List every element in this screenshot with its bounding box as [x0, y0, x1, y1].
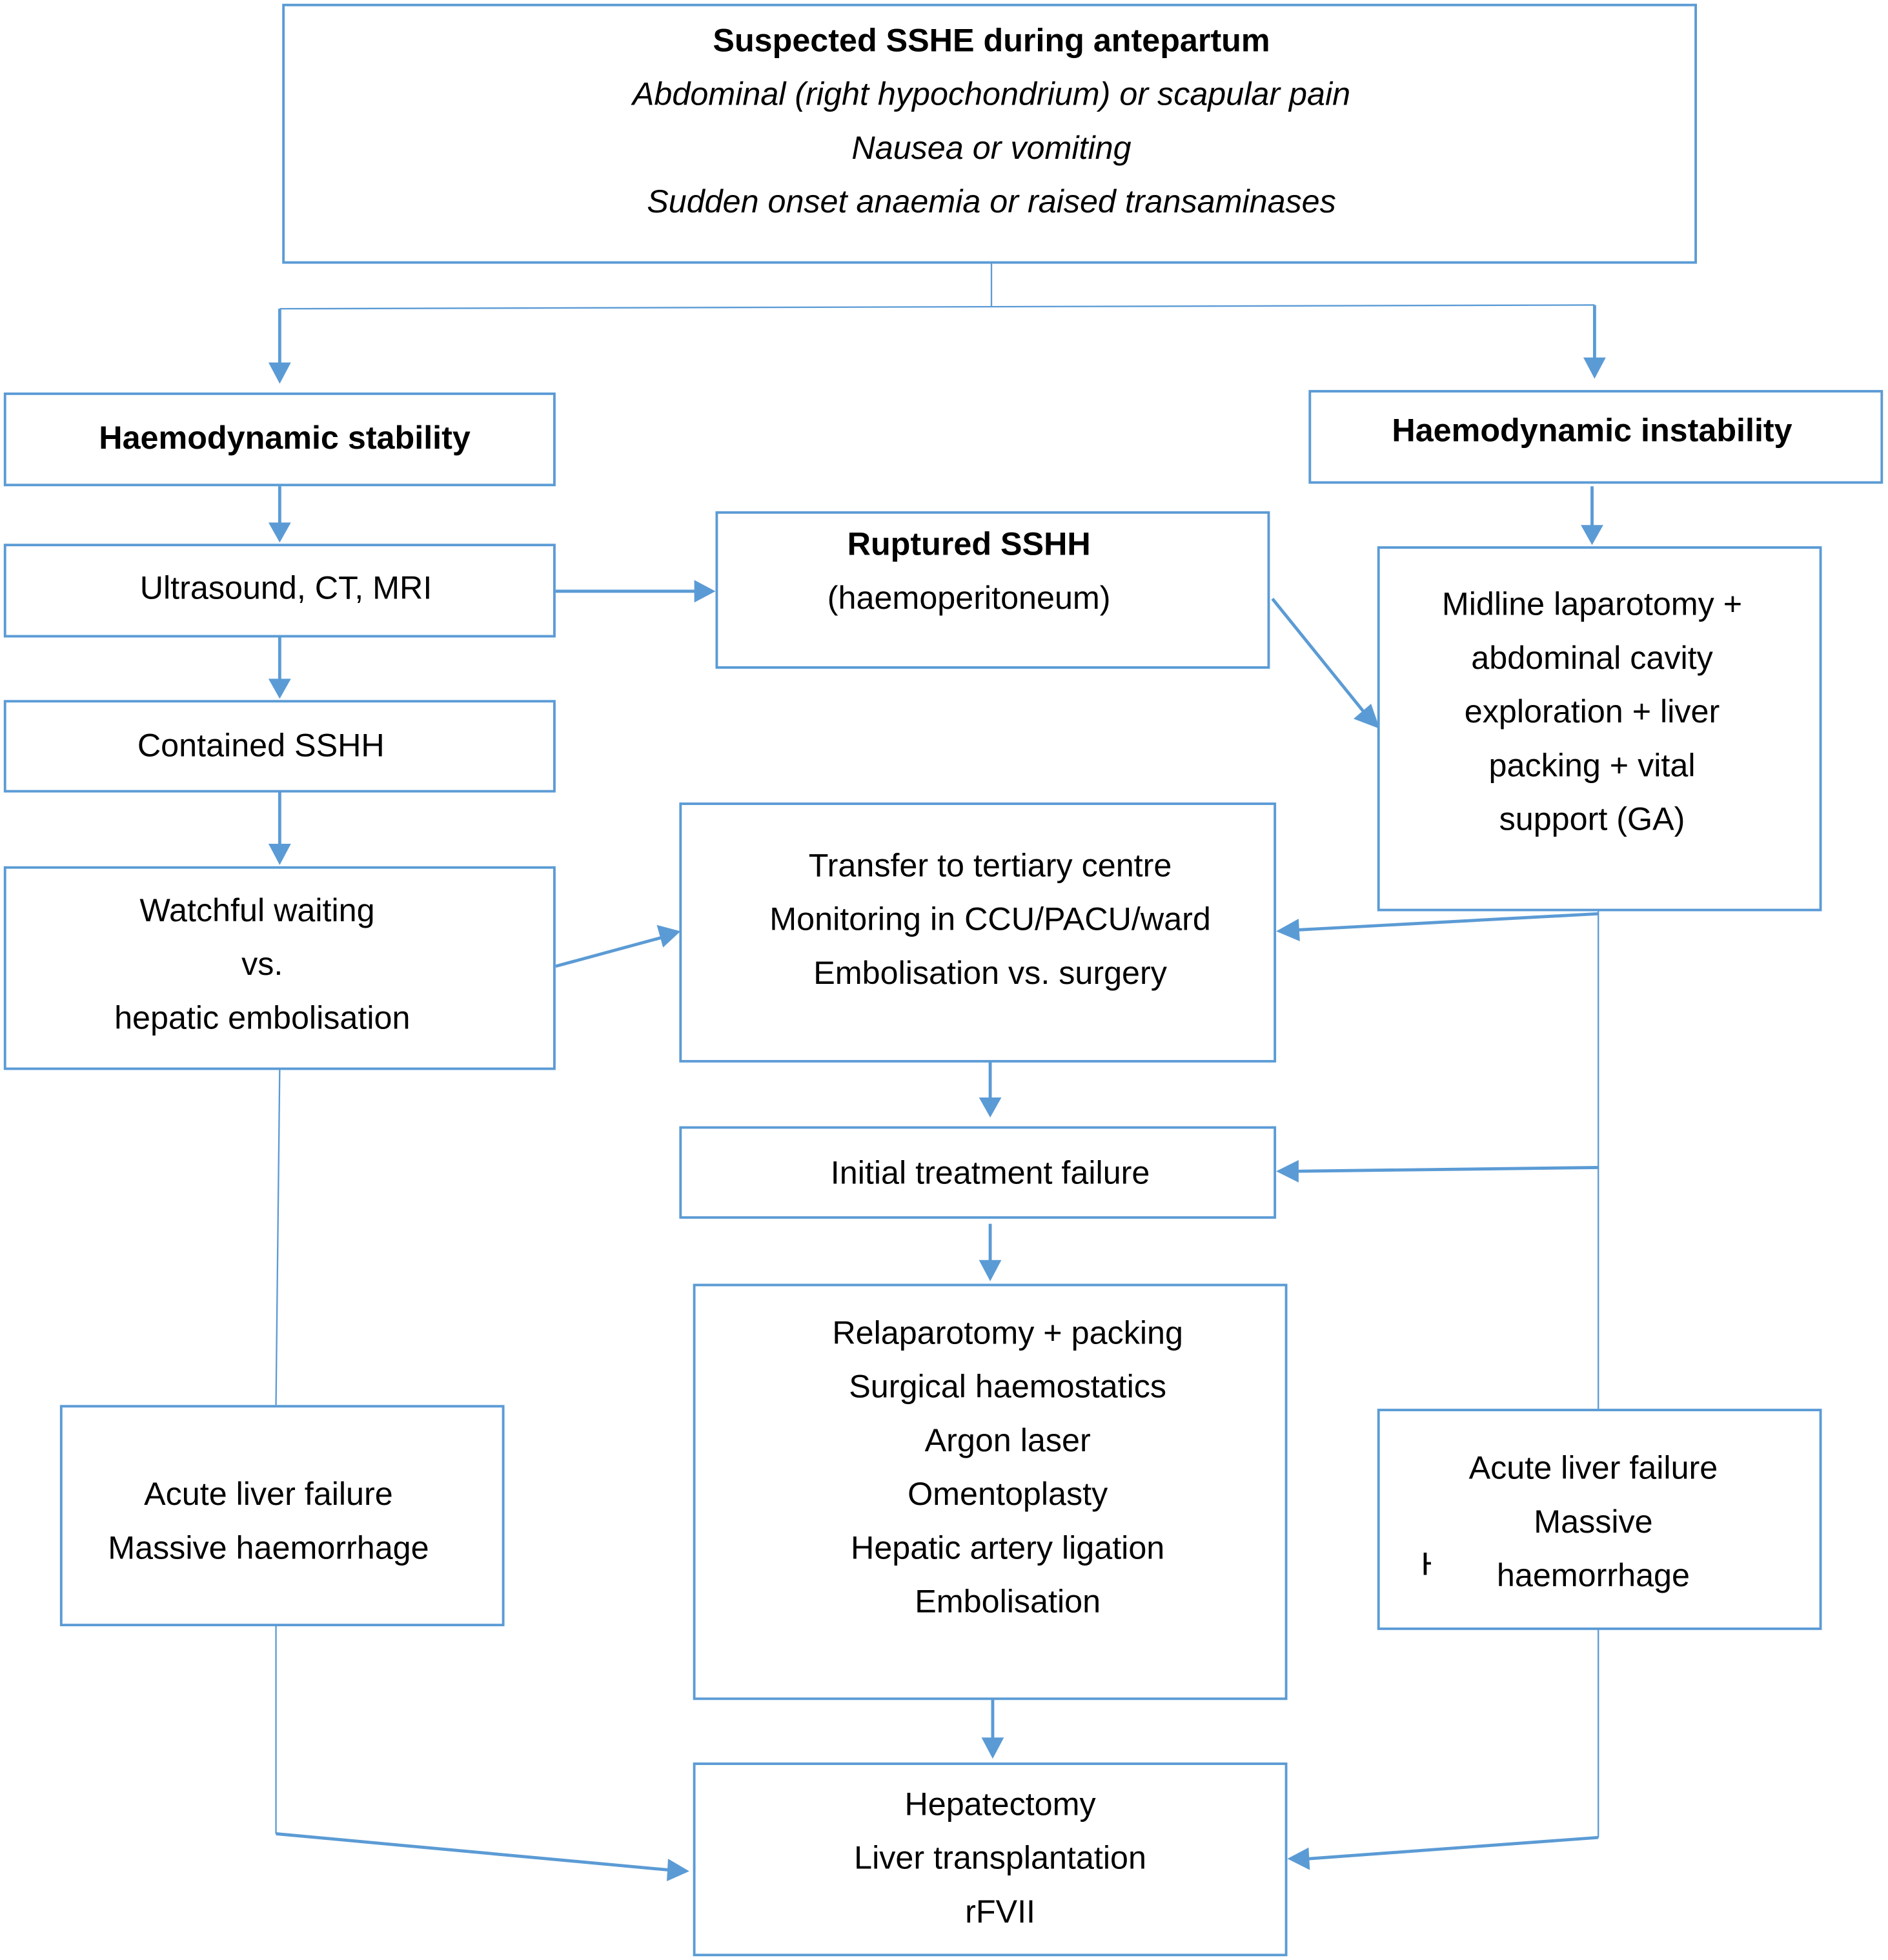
node-transfer-tertiary: Transfer to tertiary centre Monitoring i… [679, 802, 1277, 1063]
node-text: Acute liver failure [144, 1475, 393, 1512]
node-text: Transfer to tertiary centre [809, 846, 1172, 883]
node-initial-treatment-failure: Initial treatment failure [679, 1126, 1277, 1219]
node-text: Contained SSHH [137, 726, 385, 763]
node-acute-liver-failure-right: Acute liver failure Massive haemorrhage … [1377, 1409, 1822, 1630]
node-text: Omentoplasty [908, 1475, 1108, 1512]
arrowhead-to-stability [268, 362, 291, 384]
node-text: Midline laparotomy + [1442, 586, 1742, 622]
node-final-options: Hepatectomy Liver transplantation rFVII [693, 1762, 1288, 1957]
arrowhead-alf-left-to-final [667, 1859, 689, 1882]
node-text: haemorrhage [1497, 1557, 1690, 1593]
node-text: Embolisation [915, 1583, 1101, 1620]
node-text: Liver transplantation [854, 1839, 1146, 1876]
node-text: Surgical haemostatics [849, 1368, 1166, 1405]
connector-alf-right-final [1308, 1835, 1599, 1861]
node-text: packing + vital [1489, 746, 1696, 783]
node-text: support (GA) [1499, 801, 1685, 837]
arrowhead-to-imaging [268, 522, 291, 543]
connectors [268, 262, 1606, 1882]
arrowhead-to-transfer-right [1276, 919, 1300, 941]
clipped-glyph-artifact: H [1421, 1546, 1444, 1582]
node-suspected-sshe: Suspected SSHE during antepartum Abdomin… [282, 3, 1698, 264]
node-text: rFVII [965, 1893, 1035, 1930]
node-text: Hepatectomy [904, 1785, 1096, 1822]
node-relaparotomy-options: Relaparotomy + packing Surgical haemosta… [693, 1283, 1288, 1700]
node-ruptured-sshh: Ruptured SSHH (haemoperitoneum) [715, 511, 1270, 669]
node-text: Massive haemorrhage [108, 1529, 429, 1566]
arrowhead-to-failure-right [1276, 1159, 1299, 1183]
symptom-line: Sudden onset anaemia or raised transamin… [647, 183, 1336, 219]
node-text: Monitoring in CCU/PACU/ward [769, 901, 1211, 937]
connector-split-horizontal [279, 304, 1595, 310]
node-text: Argon laser [925, 1422, 1091, 1458]
node-watchful-waiting: Watchful waiting vs. hepatic embolisatio… [3, 866, 556, 1070]
arrowhead-to-instability [1583, 357, 1606, 379]
node-title: Suspected SSHE during antepartum [713, 21, 1270, 58]
arrowhead-ruptured-to-laparotomy [1354, 704, 1380, 729]
node-text: Ultrasound, CT, MRI [140, 569, 432, 606]
node-title: Haemodynamic instability [1392, 411, 1792, 448]
node-text: Watchful waiting [139, 892, 374, 928]
node-title: Haemodynamic stability [99, 419, 471, 456]
node-text: (haemoperitoneum) [827, 579, 1111, 616]
node-acute-liver-failure-left: Acute liver failure Massive haemorrhage [59, 1405, 505, 1627]
arrowhead-to-laparotomy [1581, 525, 1603, 546]
node-text: Embolisation vs. surgery [813, 954, 1167, 991]
arrowhead-to-watchful [268, 843, 291, 865]
node-haemodynamic-instability: Haemodynamic instability [1308, 390, 1883, 484]
arrowhead-to-final [981, 1737, 1004, 1759]
node-text: exploration + liver [1465, 693, 1720, 730]
node-haemodynamic-stability: Haemodynamic stability [3, 392, 556, 487]
artifact-text: H [1421, 1546, 1444, 1582]
arrowhead-to-failure [979, 1097, 1002, 1118]
node-text: hepatic embolisation [114, 999, 410, 1036]
node-text: Acute liver failure [1469, 1449, 1718, 1486]
arrowhead-watchful-to-transfer [656, 924, 681, 948]
connector-laparotomy-transfer [1295, 912, 1599, 932]
connector-watchful-transfer [555, 935, 662, 968]
node-text: Hepatic artery ligation [851, 1529, 1164, 1566]
node-text: Massive [1534, 1503, 1652, 1540]
node-text: Initial treatment failure [831, 1154, 1150, 1191]
connector-ruptured-laparotomy [1271, 597, 1369, 717]
arrowhead-to-ruptured [694, 580, 716, 603]
connector-trunk-failure [1296, 1166, 1599, 1173]
node-contained-sshh: Contained SSHH [3, 700, 556, 793]
node-text: abdominal cavity [1471, 639, 1713, 676]
node-text: Relaparotomy + packing [832, 1314, 1183, 1351]
node-midline-laparotomy: Midline laparotomy + abdominal cavity ex… [1377, 546, 1822, 912]
arrowhead-to-contained [268, 679, 291, 699]
connector-alf-left-final [276, 1832, 670, 1872]
symptom-line: Abdominal (right hypochondrium) or scapu… [631, 76, 1350, 112]
node-imaging: Ultrasound, CT, MRI [3, 544, 556, 638]
arrowhead-to-relaparotomy [979, 1260, 1002, 1281]
symptom-line: Nausea or vomiting [851, 129, 1131, 166]
node-text: vs. [241, 945, 283, 982]
node-title: Ruptured SSHH [848, 526, 1091, 562]
connector-watchful-alf-left [275, 1068, 281, 1405]
arrowhead-alf-right-to-final [1287, 1847, 1310, 1870]
